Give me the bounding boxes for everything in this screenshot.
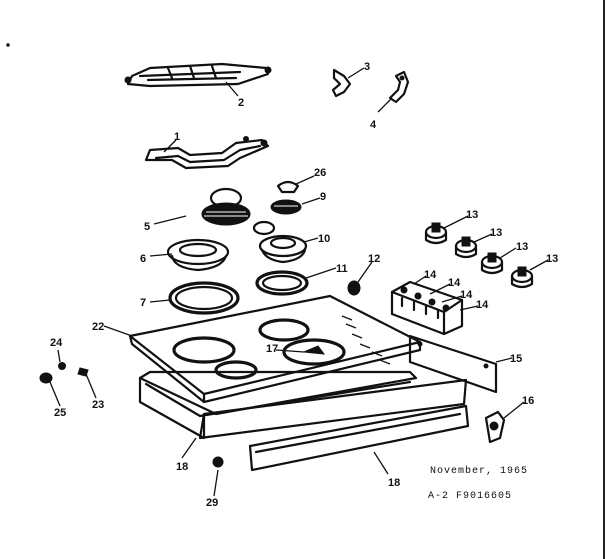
label-part-7: 7 [140,297,146,309]
label-part-1: 1 [174,131,180,143]
part-7-trim-ring [168,281,240,315]
part-6-drip-bowl [166,238,230,272]
label-part-14b: 14 [448,277,461,289]
label-part-9: 9 [320,191,326,203]
part-4-clip [388,70,410,104]
label-part-24: 24 [50,337,63,349]
label-part-18b: 18 [388,477,400,489]
label-part-16: 16 [522,395,534,407]
label-part-25: 25 [54,407,66,419]
part-24-screw [58,362,66,370]
part-13-knobs [424,222,534,289]
label-part-5: 5 [144,221,150,233]
label-part-13d: 13 [546,253,558,265]
part-labels: 1 2 3 4 5 6 7 8 9 10 11 12 13 13 13 13 1… [50,61,558,509]
part-14-switches [390,280,464,336]
label-part-14d: 14 [476,299,489,311]
part-9-burner-head [252,199,302,236]
label-part-10: 10 [318,233,330,245]
part-12-insulator [347,280,361,296]
label-part-17: 17 [266,343,278,355]
label-part-18a: 18 [176,461,188,473]
label-part-13c: 13 [516,241,528,253]
part-23-screw [77,367,89,377]
part-11-trim-ring [255,270,309,296]
part-25-nut [39,372,53,384]
label-part-11: 11 [336,263,348,275]
label-part-14a: 14 [424,269,437,281]
label-part-4: 4 [370,119,377,131]
part-26-cap [276,180,300,194]
scan-dot [6,43,10,47]
part-15-side-panel [408,334,498,394]
label-part-13b: 13 [490,227,502,239]
label-part-2: 2 [238,97,244,109]
label-part-15: 15 [510,353,522,365]
part-18-frame [138,370,470,472]
part-5-burner-head [201,187,251,226]
part-10-drip-bowl [258,234,308,264]
label-part-3: 3 [364,61,370,73]
footer-code: A-2 F9016605 [428,491,512,502]
label-part-26: 26 [314,167,326,179]
label-part-23: 23 [92,399,104,411]
label-part-13a: 13 [466,209,478,221]
leader-lines [49,67,549,497]
part-29-screw [212,456,224,468]
footer-date: November, 1965 [430,465,528,477]
label-part-6: 6 [140,253,146,265]
part-2-burner-tube [124,62,272,88]
label-part-12: 12 [368,253,380,265]
part-3-bracket [331,68,352,98]
label-part-29: 29 [206,497,218,509]
part-1-burner-tube [144,136,270,170]
part-16-valve [484,410,506,444]
label-part-22: 22 [92,321,104,333]
label-part-14c: 14 [460,289,473,301]
